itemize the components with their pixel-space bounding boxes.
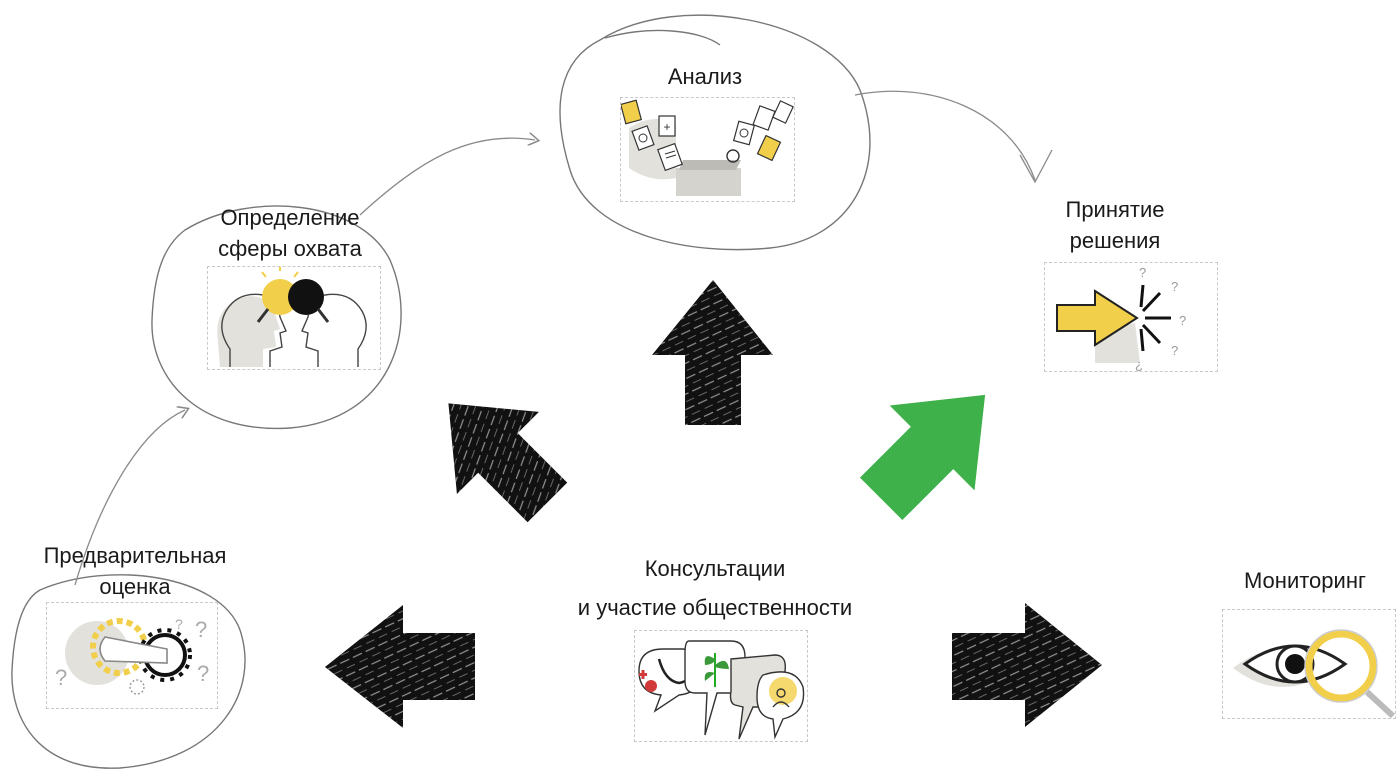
arrow-right	[952, 603, 1102, 727]
svg-text:?: ?	[55, 665, 67, 690]
preliminary-label-line1: Предварительная	[43, 543, 227, 568]
arrow-up	[652, 280, 773, 425]
analysis-circle	[559, 14, 871, 251]
arrow-left	[325, 605, 475, 728]
decision-label-line1: Принятие	[1065, 197, 1165, 222]
svg-text:?: ?	[175, 616, 183, 632]
decision-icon-box: ?? ?? ¿	[1044, 262, 1218, 372]
scoping-label-line2: сферы охвата	[218, 236, 362, 261]
speech-bubbles-icon	[638, 640, 805, 740]
arrow-up-left	[448, 403, 568, 523]
connector-analysis-to-decision	[854, 90, 1036, 181]
svg-text:+: +	[663, 120, 670, 134]
flow-connectors	[74, 90, 1053, 586]
analysis-icon-box: +	[619, 97, 795, 202]
svg-text:?: ?	[1179, 313, 1186, 328]
svg-text:?: ?	[1139, 265, 1146, 280]
monitoring-icon-box	[1222, 609, 1396, 719]
preliminary-label-line2: оценка	[99, 574, 171, 599]
svg-text:¿: ¿	[1135, 357, 1143, 371]
heads-lightbulbs-icon	[217, 267, 367, 367]
svg-text:?: ?	[195, 617, 207, 642]
consultation-icon-box	[634, 630, 808, 742]
eye-magnifier-icon	[1233, 629, 1396, 719]
analysis-label: Анализ	[667, 64, 743, 89]
svg-text:?: ?	[1171, 279, 1178, 294]
arrow-questions-icon: ?? ?? ¿	[1056, 265, 1186, 372]
svg-text:?: ?	[1171, 343, 1178, 358]
scoping-icon-box	[207, 266, 381, 370]
documents-folder-icon: +	[619, 99, 794, 196]
sketch-circles	[11, 14, 871, 769]
preliminary-circle	[11, 574, 246, 769]
connector-decision-hook	[1019, 149, 1053, 184]
connector-preliminary-to-scoping	[74, 410, 185, 586]
analysis-circle-overlap	[604, 29, 721, 46]
consultation-label-line1: Консультации	[644, 556, 786, 581]
connector-scoping-to-analysis	[359, 138, 535, 216]
scoping-label-line1: Определение	[220, 205, 360, 230]
preliminary-icon-box: ??? ?	[46, 602, 218, 709]
consultation-label-line2: и участие общественности	[577, 595, 853, 620]
arrow-up-right-green	[859, 394, 986, 521]
svg-text:?: ?	[197, 661, 209, 686]
gears-questions-icon: ??? ?	[55, 616, 209, 695]
decision-label-line2: решения	[1069, 228, 1161, 253]
scoping-circle	[151, 205, 402, 430]
monitoring-label: Мониторинг	[1243, 568, 1366, 593]
